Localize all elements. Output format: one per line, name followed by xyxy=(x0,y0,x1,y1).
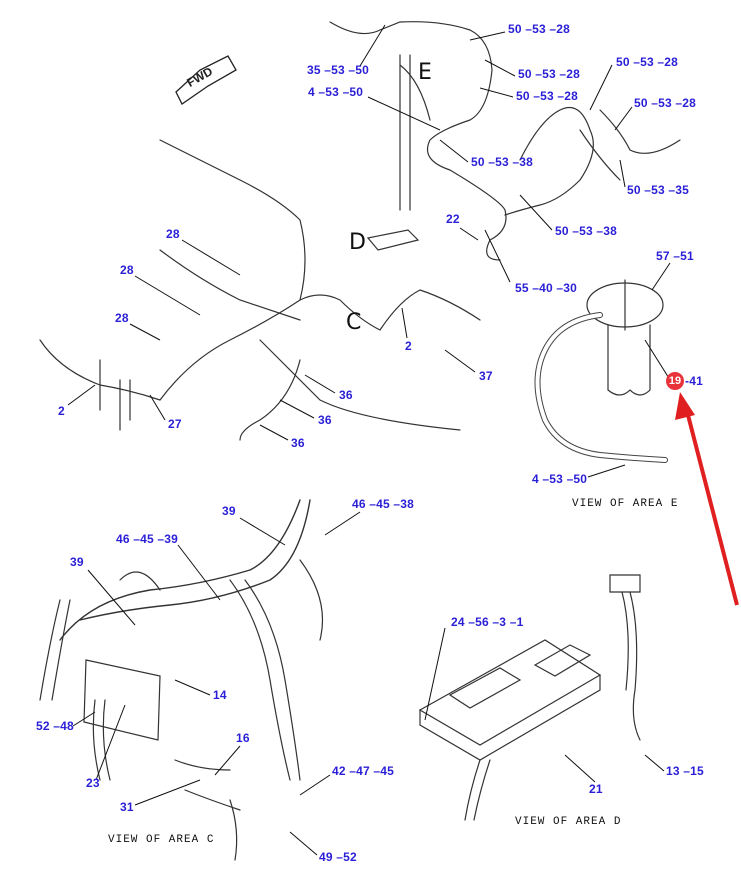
callout: 52 –48 xyxy=(36,719,74,733)
callout: 50 –53 –28 xyxy=(616,55,679,69)
callout: 2 xyxy=(405,339,412,353)
red-pointer-arrow-icon xyxy=(675,392,739,606)
callout: 36 xyxy=(339,388,353,402)
callout: 4 –53 –50 xyxy=(532,472,588,486)
view-title-d: VIEW OF AREA D xyxy=(515,816,622,828)
callout: 46 –45 –39 xyxy=(116,532,179,546)
callout: 31 xyxy=(120,800,134,814)
callout: 28 xyxy=(120,263,134,277)
callout: 37 xyxy=(479,369,493,383)
highlighted-part-badge[interactable]: 19 xyxy=(666,372,684,390)
callout: 36 xyxy=(291,436,305,450)
ecm-module xyxy=(418,639,602,746)
callout: 50 –53 –38 xyxy=(555,224,618,238)
engine-harness-top xyxy=(329,21,507,261)
callout: 42 –47 –45 xyxy=(332,764,395,778)
area-c-letter: C xyxy=(346,310,362,335)
bracket-plate xyxy=(83,659,161,741)
engine-harness-right xyxy=(504,106,594,216)
callout: 36 xyxy=(318,413,332,427)
callout: 27 xyxy=(168,417,182,431)
callout: 39 xyxy=(222,504,236,518)
bracket-rails xyxy=(399,54,411,211)
view-title-c: VIEW OF AREA C xyxy=(108,834,215,846)
callout: 4 –53 –50 xyxy=(308,85,364,99)
callout: 24 –56 –3 –1 xyxy=(451,615,524,629)
callout: 50 –53 –28 xyxy=(516,89,579,103)
callout: 57 –51 xyxy=(656,249,694,263)
chassis-harness-left xyxy=(39,289,481,401)
callout: 21 xyxy=(589,782,603,796)
area-d-letter: D xyxy=(349,230,366,255)
callout: 50 –53 –28 xyxy=(518,67,581,81)
callout: 46 –45 –38 xyxy=(352,497,415,511)
callout: 35 –53 –50 xyxy=(307,63,370,77)
callout: 39 xyxy=(70,555,84,569)
callout: 50 –53 –28 xyxy=(508,22,571,36)
callout: 28 xyxy=(166,227,180,241)
callout: 13 –15 xyxy=(666,764,704,778)
fwd-arrow-icon xyxy=(175,55,237,105)
callout: 16 xyxy=(236,731,250,745)
highlighted-part-suffix: -41 xyxy=(685,374,703,388)
callout: 50 –53 –38 xyxy=(471,155,534,169)
callout: 28 xyxy=(115,311,129,325)
view-title-e: VIEW OF AREA E xyxy=(572,498,679,510)
callout: 50 –53 –28 xyxy=(634,96,697,110)
callout: 49 –52 xyxy=(319,850,357,864)
callout: 50 –53 –35 xyxy=(627,183,690,197)
callout: 23 xyxy=(86,776,100,790)
harness-view-c xyxy=(59,499,311,641)
callout: 2 xyxy=(58,404,65,418)
callout: 55 –40 –30 xyxy=(515,281,578,295)
leader-lines xyxy=(67,24,673,856)
callout: 22 xyxy=(446,212,460,226)
callout: 14 xyxy=(213,688,227,702)
area-e-letter: E xyxy=(418,60,432,85)
ecm-small xyxy=(366,229,420,251)
